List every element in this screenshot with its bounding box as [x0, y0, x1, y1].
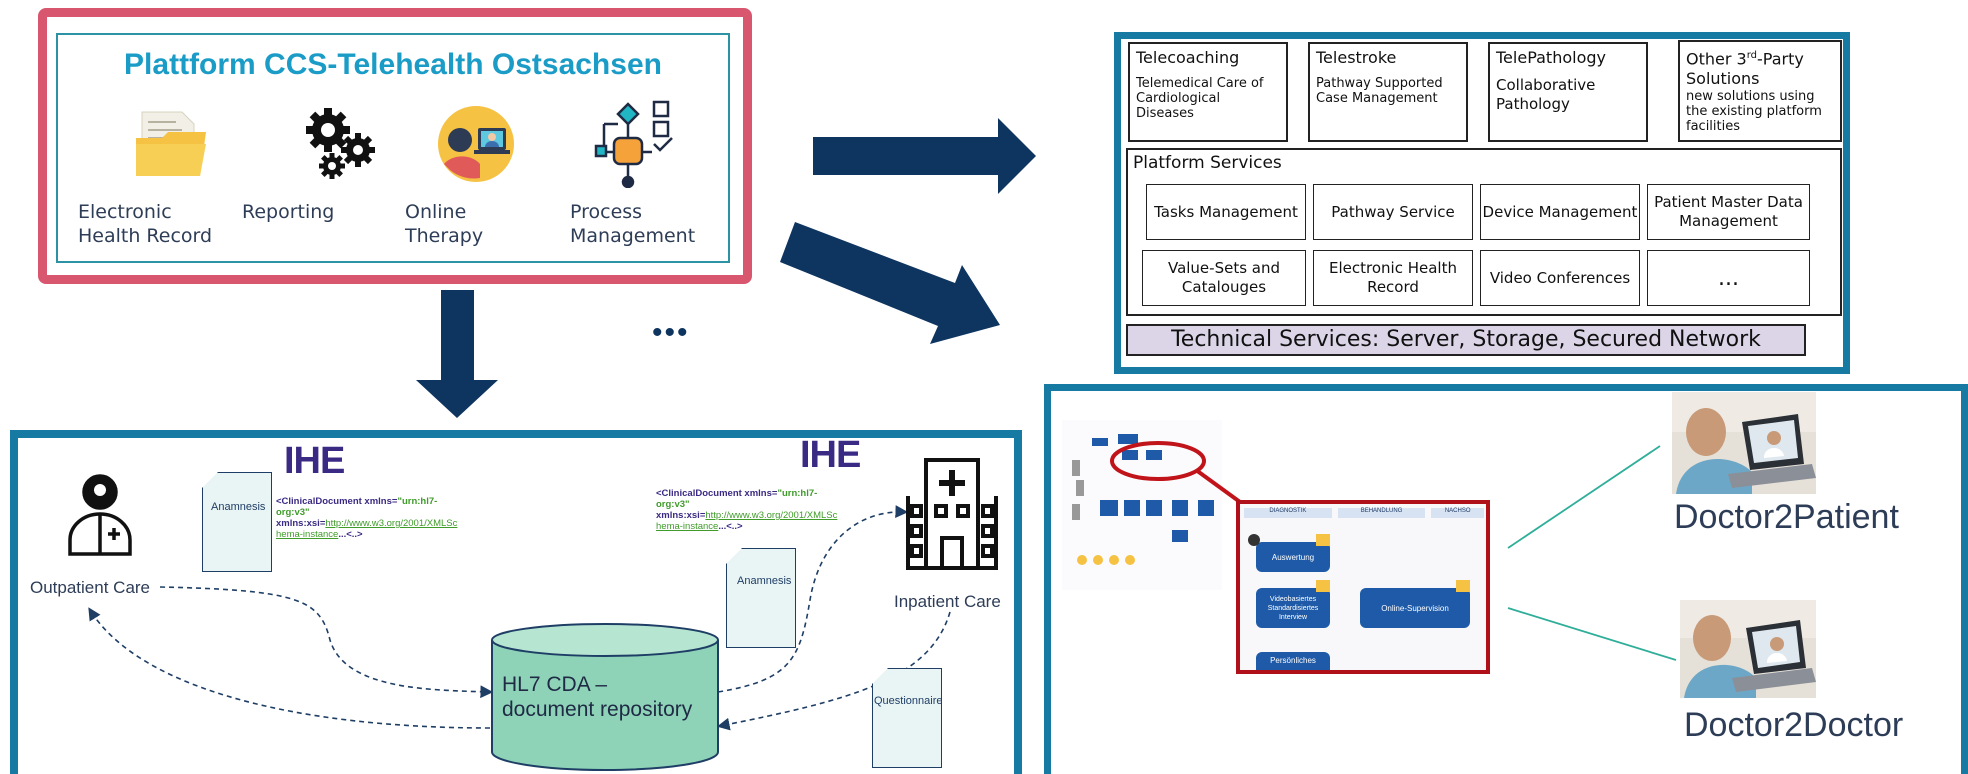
arrow-diagonal: [780, 222, 1000, 344]
cell-patient-master-data: Patient Master Data Management: [1647, 184, 1810, 240]
arrow-down: [416, 290, 498, 418]
cell-pathway-service: Pathway Service: [1313, 184, 1473, 240]
ihe-logo-left: IHE: [284, 440, 345, 482]
cell-video-conferences: Video Conferences: [1480, 250, 1640, 306]
cell-device-management: Device Management: [1480, 184, 1640, 240]
zoom-header-behandlung: BEHANDLUNG: [1337, 508, 1426, 518]
zoom-header-diagnostik: DIAGNOSTIK: [1244, 508, 1332, 518]
service-telecoaching: Telecoaching Telemedical Care of Cardiol…: [1128, 42, 1288, 142]
platform-inner-frame: [56, 33, 730, 263]
process-zoom-box: DIAGNOSTIK BEHANDLUNG NACHSO Auswertung …: [1236, 500, 1490, 674]
service-third-party: Other 3rd-Party Solutions new solutions …: [1678, 40, 1842, 142]
zoom-node-persoenliches: Persönliches: [1256, 652, 1330, 670]
flowchart-icon: [594, 100, 673, 188]
inpatient-care-label: Inpatient Care: [894, 592, 1001, 611]
doctor2doctor-photo: [1680, 600, 1816, 698]
cda-repository-cylinder: [491, 623, 719, 771]
zoom-node-supervision: Online-Supervision: [1360, 588, 1470, 628]
zoom-node-auswertung: Auswertung: [1256, 542, 1330, 572]
doctor2patient-photo: [1672, 392, 1816, 494]
document-questionnaire: Questionnaire: [872, 668, 942, 768]
platform-services-box: [1126, 148, 1842, 316]
arrow-right: [813, 118, 1036, 194]
doctor2patient-label: Doctor2Patient: [1674, 498, 1899, 536]
zoom-node-interview: Videobasiertes Standardisiertes Intervie…: [1256, 588, 1330, 628]
zoom-folder-icon: [1316, 534, 1330, 546]
folder-icon: [136, 111, 206, 176]
module-reporting-label: Reporting: [242, 201, 335, 223]
zoom-folder-icon-3: [1456, 580, 1470, 592]
zoom-gear-icon: [1248, 534, 1260, 546]
ellipsis-indicator: •••: [652, 316, 690, 349]
doctor-icon: [68, 474, 132, 556]
service-telepathology: TelePathology Collaborative Pathology: [1488, 42, 1648, 142]
gears-icon: [306, 108, 375, 179]
platform-services-label: Platform Services: [1133, 153, 1282, 173]
platform-title: Plattform CCS-Telehealth Ostsachsen: [124, 48, 662, 81]
zoom-folder-icon-2: [1316, 580, 1330, 592]
document-anamnesis-right: Anamnesis: [726, 548, 796, 648]
zoom-header-nachsorge: NACHSO: [1431, 508, 1484, 518]
cell-ehr: Electronic Health Record: [1313, 250, 1473, 306]
repository-label: HL7 CDA –document repository: [502, 673, 693, 721]
ihe-logo-right: IHE: [800, 434, 861, 476]
cell-value-sets: Value-Sets and Catalouges: [1142, 250, 1306, 306]
process-map-thumbnail: [1062, 420, 1222, 590]
cell-more: ...: [1647, 250, 1810, 306]
video-consultation-icon: [438, 106, 514, 182]
cell-tasks-management: Tasks Management: [1146, 184, 1306, 240]
outpatient-care-label: Outpatient Care: [30, 578, 151, 597]
technical-services-bar: Technical Services: Server, Storage, Sec…: [1126, 324, 1806, 356]
service-telestroke: Telestroke Pathway Supported Case Manage…: [1308, 42, 1468, 142]
document-anamnesis-left: Anamnesis: [202, 472, 272, 572]
doctor2doctor-label: Doctor2Doctor: [1684, 706, 1904, 744]
hospital-icon: [906, 458, 998, 570]
xml-snippet-right: <ClinicalDocument xmlns="urn:hl7-org:v3"…: [656, 488, 838, 532]
xml-snippet-left: <ClinicalDocument xmlns="urn:hl7-org:v3"…: [276, 496, 458, 540]
